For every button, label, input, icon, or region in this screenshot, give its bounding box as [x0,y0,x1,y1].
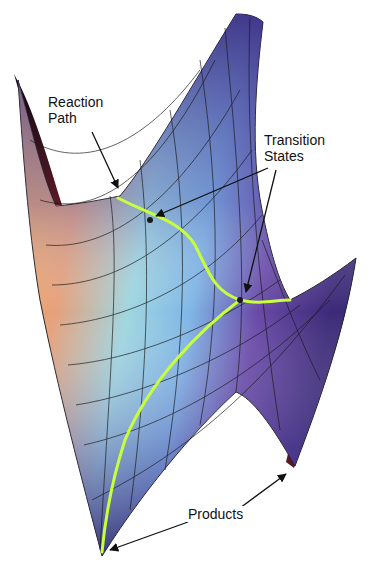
surface-shading [18,14,356,556]
surface-mesh [30,18,345,550]
transition-state-point [237,297,243,303]
leader-arrow [92,132,286,550]
surface [18,14,356,556]
callout-label: Transition States [262,132,342,164]
transition-state-point [147,217,153,223]
reaction-path [102,198,290,552]
callout-label: Reaction Path [46,94,114,126]
callout-label: Products [186,506,270,522]
